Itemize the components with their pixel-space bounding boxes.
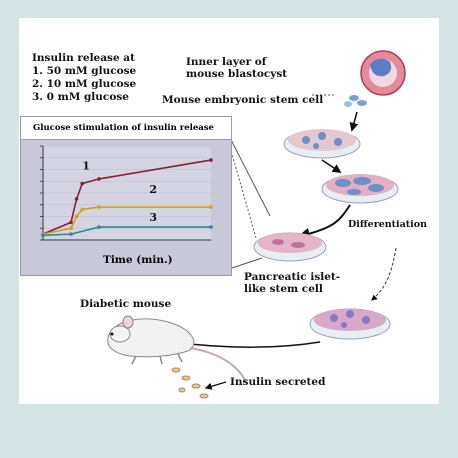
differentiation-label: Differentiation bbox=[348, 219, 428, 230]
petri-dish-2 bbox=[321, 174, 399, 204]
blastocyst-label-line2: mouse blastocyst bbox=[186, 68, 288, 80]
blastocyst-label-line1: Inner layer of bbox=[186, 56, 267, 68]
insulin-secreted-label: Insulin secreted bbox=[230, 376, 326, 388]
insulin-chart: Glucose stimulation of insulin release 1… bbox=[20, 116, 232, 276]
series-line-2 bbox=[42, 206, 211, 235]
insulin-droplets bbox=[171, 367, 209, 399]
embryonic-stem-cell-label: Mouse embryonic stem cell bbox=[162, 94, 324, 106]
petri-dish-1 bbox=[283, 129, 361, 159]
series-point-3 bbox=[69, 232, 73, 236]
series-point-1 bbox=[80, 181, 84, 186]
islet-label-line1: Pancreatic islet- bbox=[244, 271, 341, 283]
legend-block: Insulin release at 1. 50 mM glucose 2. 1… bbox=[32, 52, 136, 104]
chart-xlabel: Time (min.) bbox=[103, 254, 173, 266]
legend-item-1: 1. 50 mM glucose bbox=[32, 65, 137, 77]
series-point-1 bbox=[97, 177, 101, 181]
series-line-1 bbox=[42, 159, 212, 235]
series-point-2 bbox=[74, 214, 79, 219]
chart-plot: 1 2 3 bbox=[40, 145, 213, 241]
series-point-3 bbox=[97, 225, 101, 229]
islet-stem-cell-label: Pancreatic islet- like stem cell bbox=[244, 271, 340, 295]
legend-title: Insulin release at bbox=[32, 52, 135, 64]
diabetic-mouse bbox=[107, 315, 247, 383]
diabetic-mouse-label: Diabetic mouse bbox=[80, 298, 172, 310]
islet-label-line2: like stem cell bbox=[244, 283, 323, 295]
blastocyst-label: Inner layer of mouse blastocyst bbox=[186, 56, 287, 80]
petri-dish-4 bbox=[309, 308, 391, 340]
series-point-2 bbox=[80, 207, 84, 212]
petri-dish-3 bbox=[253, 232, 327, 262]
series-point-1 bbox=[209, 158, 213, 162]
blastocyst bbox=[360, 50, 406, 96]
legend-item-2: 2. 10 mM glucose bbox=[32, 78, 137, 90]
series-label-1: 1 bbox=[82, 160, 90, 173]
series-point-1 bbox=[69, 220, 73, 225]
series-point-1 bbox=[74, 197, 79, 201]
series-point-3 bbox=[209, 225, 213, 229]
series-point-2 bbox=[97, 205, 101, 209]
stem-cell-cluster bbox=[344, 95, 367, 107]
series-label-3: 3 bbox=[149, 211, 157, 224]
series-point-2 bbox=[69, 226, 73, 231]
series-point-3 bbox=[41, 233, 45, 238]
chart-title: Glucose stimulation of insulin release bbox=[21, 117, 231, 140]
series-label-2: 2 bbox=[149, 183, 157, 196]
series-point-2 bbox=[209, 205, 213, 209]
legend-item-3: 3. 0 mM glucose bbox=[32, 91, 129, 103]
series-line-3 bbox=[42, 226, 211, 237]
